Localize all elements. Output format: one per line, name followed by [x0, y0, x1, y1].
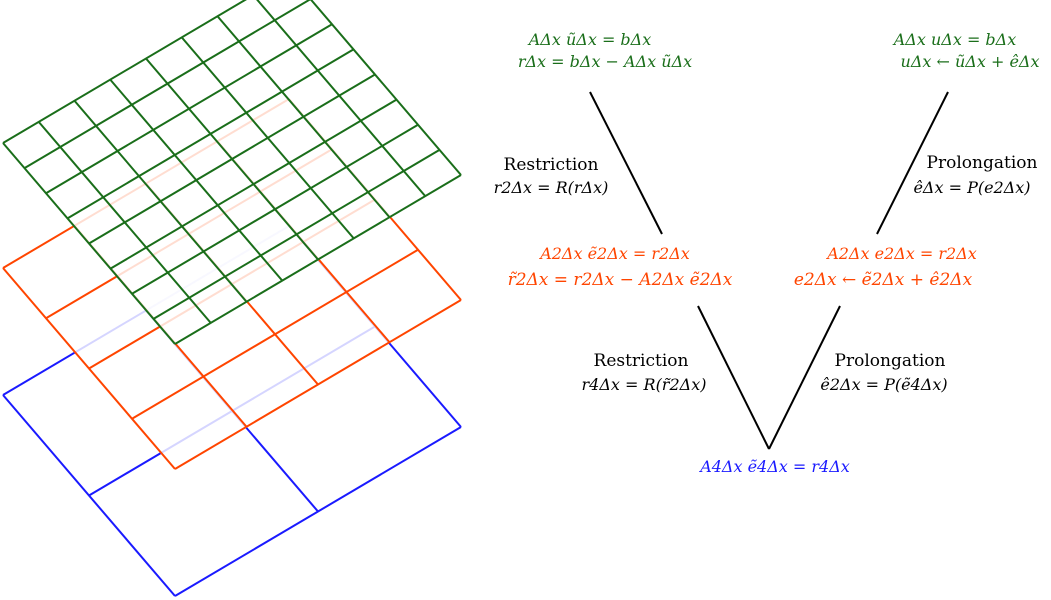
coarse-grid-line	[174, 426, 462, 597]
prolongation-line-2	[768, 305, 841, 450]
restriction-2-formula: r4Δx = R(r̃2Δx)	[582, 375, 707, 394]
coarse-eq-1: A4Δx ẽ4Δx = r4Δx	[698, 457, 850, 476]
coarse-equations: A4Δx ẽ4Δx = r4Δx	[698, 457, 850, 476]
fine-left-eq-1: AΔx ũΔx = bΔx	[527, 30, 652, 49]
v-cycle-lines	[589, 91, 949, 450]
medium-right-equations: A2Δx e2Δx = r2Δx e2Δx ← ẽ2Δx + ê2Δx	[794, 244, 977, 290]
fine-grid-line	[152, 149, 441, 320]
fine-right-eq-2: uΔx ← ũΔx + êΔx	[901, 52, 1040, 71]
restriction-line-2	[697, 305, 770, 450]
fine-grid-line	[256, 0, 427, 197]
restriction-1-label: Restriction r2Δx = R(rΔx)	[494, 155, 609, 197]
fine-left-equations: AΔx ũΔx = bΔx rΔx = bΔx − AΔx ũΔx	[518, 30, 692, 71]
fine-left-eq-2: rΔx = bΔx − AΔx ũΔx	[518, 52, 692, 71]
medium-left-eq-2: r̃2Δx = r2Δx − A2Δx ẽ2Δx	[508, 270, 733, 290]
prolongation-1-title: Prolongation	[927, 153, 1038, 173]
restriction-line-1	[589, 91, 663, 235]
fine-right-eq-1: AΔx uΔx = bΔx	[892, 30, 1017, 49]
fine-grid-line	[131, 123, 419, 295]
medium-left-eq-1: A2Δx ẽ2Δx = r2Δx	[538, 244, 690, 263]
prolongation-1-label: Prolongation êΔx = P(e2Δx)	[913, 153, 1037, 197]
prolongation-2-title: Prolongation	[835, 351, 946, 371]
prolongation-1-formula: êΔx = P(e2Δx)	[913, 178, 1030, 197]
medium-right-eq-2: e2Δx ← ẽ2Δx + ê2Δx	[794, 270, 973, 290]
medium-left-equations: A2Δx ẽ2Δx = r2Δx r̃2Δx = r2Δx − A2Δx ẽ2Δ…	[508, 244, 733, 290]
prolongation-2-label: Prolongation ê2Δx = P(ẽ4Δx)	[820, 351, 947, 394]
fine-grid	[2, 0, 462, 345]
restriction-1-title: Restriction	[504, 155, 599, 175]
prolongation-line-1	[876, 91, 949, 235]
fine-grid-line	[174, 174, 462, 345]
fine-grid-line	[216, 15, 391, 218]
restriction-2-label: Restriction r4Δx = R(r̃2Δx)	[582, 351, 707, 394]
fine-grid-line	[309, 0, 462, 176]
restriction-2-title: Restriction	[594, 351, 689, 371]
medium-grid-line	[174, 299, 462, 470]
grid-stack	[2, 0, 462, 597]
prolongation-2-formula: ê2Δx = P(ẽ4Δx)	[820, 375, 947, 394]
fine-grid-plane	[3, 0, 461, 344]
fine-grid-line	[109, 98, 398, 270]
medium-right-eq-1: A2Δx e2Δx = r2Δx	[825, 244, 977, 263]
fine-grid-line	[145, 57, 319, 261]
restriction-1-formula: r2Δx = R(rΔx)	[494, 178, 609, 197]
fine-right-equations: AΔx uΔx = bΔx uΔx ← ũΔx + êΔx	[892, 30, 1040, 71]
medium-grid-line	[131, 248, 419, 420]
fine-grid-line	[180, 36, 355, 240]
